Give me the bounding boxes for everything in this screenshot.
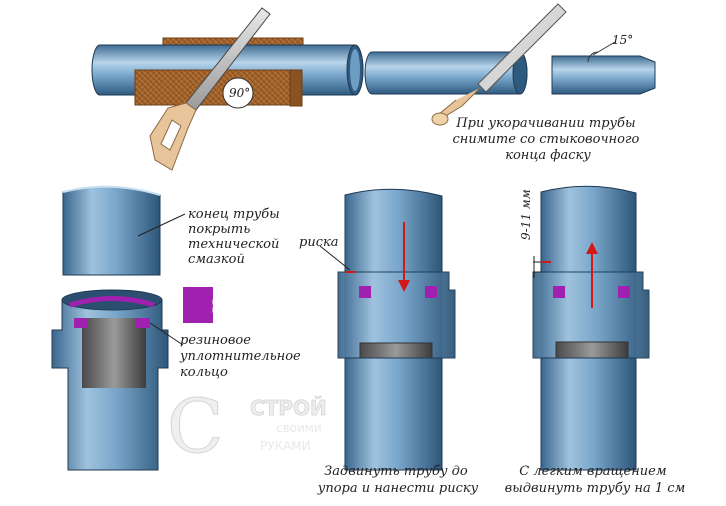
- mark-label: риска: [299, 235, 339, 250]
- step4-caption: С легким вращением выдвинуть трубу на 1 …: [505, 464, 686, 496]
- ring-section-left: [74, 318, 88, 328]
- grease-step-illustration: конец трубы покрыть технической смазкой …: [51, 185, 305, 471]
- chamfered-pipe-end: [551, 55, 656, 95]
- watermark-line3: РУКАМИ: [260, 439, 311, 453]
- chamfer-illustration: 15° При укорачивании трубы снимите со ст…: [364, 3, 656, 163]
- watermark-letter: С: [167, 384, 224, 470]
- step3-caption: Задвинуть трубу до упора и нанести риску: [317, 464, 479, 496]
- angle-90-label: 90°: [229, 86, 250, 100]
- file-tool: [477, 3, 567, 93]
- mark-step-illustration: риска Задвинуть трубу до упора и нанести…: [299, 188, 479, 496]
- angle-15-label: 15°: [612, 33, 633, 47]
- saw-cutting-illustration: 90°: [91, 7, 364, 171]
- grease-note: конец трубы покрыть технической смазкой: [188, 207, 284, 267]
- sealing-ring-top: [69, 296, 155, 308]
- angle-90-badge: [222, 77, 254, 109]
- pullout-step-illustration: 9-11 мм С легким вращением выдвинуть тру…: [505, 185, 686, 496]
- watermark-line2: своими: [276, 421, 322, 435]
- gap-label: 9-11 мм: [519, 189, 533, 240]
- ring-note: резиновое уплотнительное кольцо: [179, 333, 305, 380]
- ring-section-right: [136, 318, 150, 328]
- pipe-end-to-grease: [62, 186, 161, 276]
- watermark-logo: С СТРОЙ своими РУКАМИ: [167, 384, 328, 471]
- ring-cross-section-sample: [183, 287, 213, 323]
- socket-interior: [82, 318, 146, 388]
- watermark-line1: СТРОЙ: [250, 396, 327, 420]
- chamfer-note: При укорачивании трубы снимите со стыков…: [453, 116, 644, 163]
